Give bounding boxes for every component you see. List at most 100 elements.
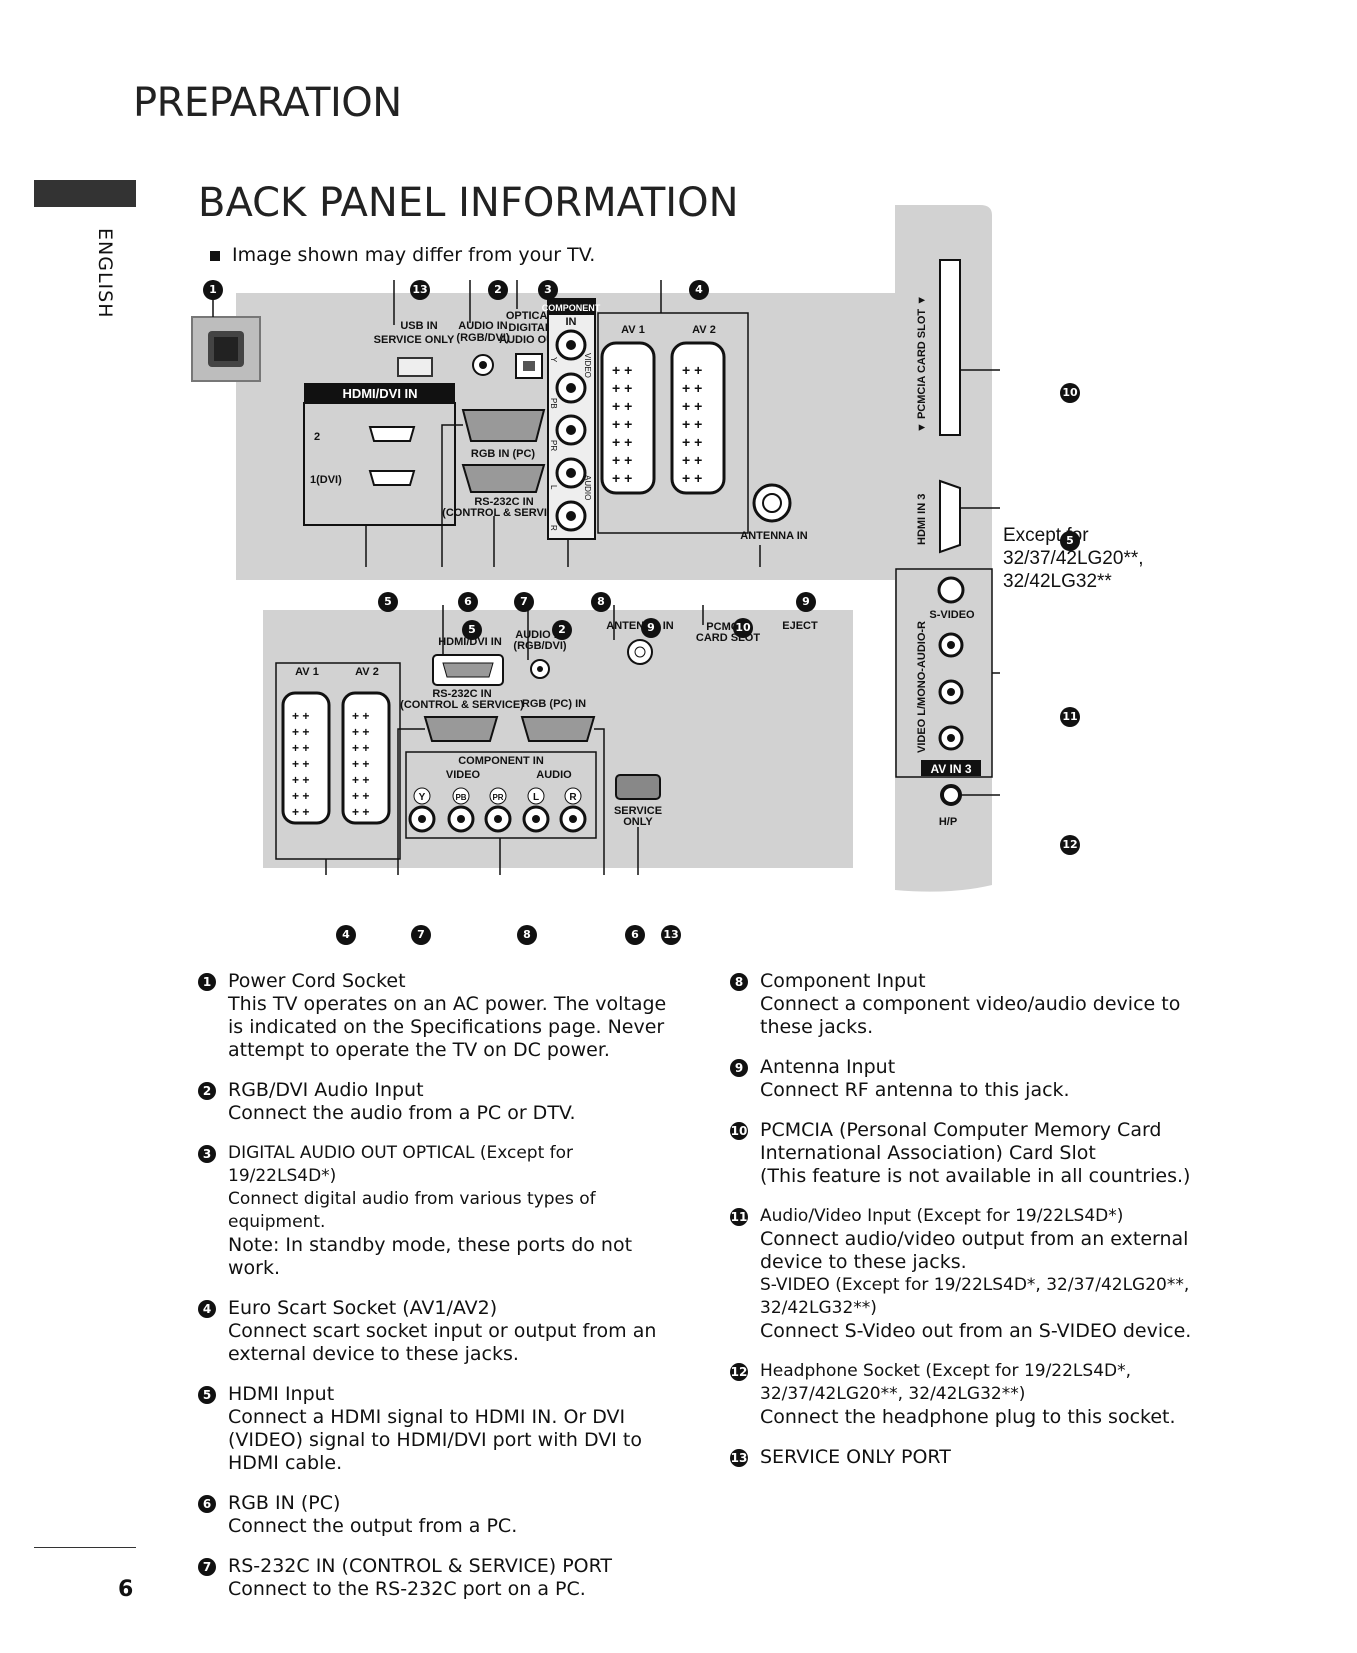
pcmcia-slot — [939, 259, 961, 436]
rs232-port-bottom — [423, 716, 499, 742]
desc-head-4: Euro Scart Socket (AV1/AV2) — [228, 1297, 498, 1319]
desc-num-7: 7 — [198, 1558, 216, 1576]
component-l-label-bottom: L — [533, 792, 539, 803]
hdmi-dvi-in-label-bottom: HDMI/DVI IN — [438, 636, 502, 648]
svg-text:+ +: + + — [682, 362, 702, 378]
rs232-sub-label-bottom: (CONTROL & SERVICE) — [400, 699, 524, 711]
desc-head-11: Audio/Video Input (Except for 19/22LS4D*… — [760, 1206, 1124, 1226]
hdmi-in-3-port — [939, 479, 961, 554]
card-slot-label-bottom: CARD SLOT — [696, 632, 760, 644]
desc-num-9: 9 — [730, 1059, 748, 1077]
hdmi-dvi-in-label: HDMI/DVI IN — [342, 386, 417, 401]
side-panel: ▼ PCMCIA CARD SLOT ▼ HDMI IN 3 S-VIDEO V… — [895, 205, 1144, 892]
antenna-jack-bottom — [627, 639, 653, 665]
desc-body-3a: Connect digital audio from various types… — [228, 1189, 596, 1232]
desc-num-5: 5 — [198, 1386, 216, 1404]
desc-num-1: 1 — [198, 973, 216, 991]
usb-label: USB IN — [400, 320, 437, 332]
note-text: Image shown may differ from your TV. — [232, 244, 596, 266]
component-label-top: COMPONENT — [542, 303, 601, 313]
desc-head-2: RGB/DVI Audio Input — [228, 1079, 424, 1101]
back-panel-diagram: USB IN SERVICE ONLY HDMI/DVI IN 2 1(DVI)… — [191, 205, 1144, 892]
av1-label-top: AV 1 — [621, 324, 645, 336]
component-pb-label-top: PB — [549, 398, 558, 409]
desc-num-3: 3 — [198, 1145, 216, 1163]
descriptions-right: 8 Component Input Connect a component vi… — [730, 970, 1210, 1486]
component-video-label-bottom: VIDEO — [446, 769, 481, 781]
desc-body-11a: Connect audio/video output from an exter… — [760, 1228, 1189, 1273]
antenna-label-top: ANTENNA IN — [740, 530, 807, 542]
svg-text:+ +: + + — [682, 434, 702, 450]
rgb-pc-in-port-bottom — [520, 716, 596, 742]
optical-label: OPTICAL — [506, 310, 555, 322]
desc-head-13: SERVICE ONLY PORT — [760, 1446, 951, 1468]
svg-text:+ +: + + — [352, 709, 369, 723]
image-note: Image shown may differ from your TV. — [210, 244, 595, 266]
svg-text:+ +: + + — [682, 452, 702, 468]
svg-text:+ +: + + — [352, 757, 369, 771]
except-label: Except for — [1003, 525, 1089, 546]
desc-num-8: 8 — [730, 973, 748, 991]
rgb-in-label: RGB IN (PC) — [471, 448, 536, 460]
svg-text:+ +: + + — [352, 789, 369, 803]
s-video-jack — [937, 576, 965, 604]
desc-item-10: 10 PCMCIA (Personal Computer Memory Card… — [730, 1119, 1210, 1188]
desc-num-2: 2 — [198, 1082, 216, 1100]
usb-service-only-label: SERVICE ONLY — [374, 334, 455, 346]
svg-text:+ +: + + — [612, 398, 632, 414]
svg-text:+ +: + + — [682, 416, 702, 432]
component-audio-label-bottom: AUDIO — [536, 769, 572, 781]
descriptions-left: 1 Power Cord Socket This TV operates on … — [198, 970, 668, 1618]
desc-body-7: Connect to the RS-232C port on a PC. — [228, 1578, 586, 1600]
rs232-label-top: RS-232C IN — [474, 496, 533, 508]
hdmi-1-label: 1(DVI) — [310, 474, 342, 486]
scart-av1-bottom — [281, 691, 331, 825]
desc-item-12: 12 Headphone Socket (Except for 19/22LS4… — [730, 1360, 1210, 1429]
side-tab-bar — [34, 180, 136, 207]
svg-text:+ +: + + — [612, 434, 632, 450]
desc-body-2: Connect the audio from a PC or DTV. — [228, 1102, 576, 1124]
desc-body-12: Connect the headphone plug to this socke… — [760, 1406, 1176, 1428]
desc-head-10: PCMCIA (Personal Computer Memory Card In… — [760, 1119, 1162, 1164]
desc-item-4: 4 Euro Scart Socket (AV1/AV2) Connect sc… — [198, 1297, 668, 1366]
svg-text:+ +: + + — [292, 773, 309, 787]
bottom-panel: HDMI/DVI IN AUDIO IN (RGB/DVI) ANTENNA I… — [263, 610, 853, 868]
desc-head-6: RGB IN (PC) — [228, 1492, 341, 1514]
antenna-label-bottom: ANTENNA IN — [606, 620, 673, 632]
svg-text:+ +: + + — [352, 725, 369, 739]
except-models-1: 32/37/42LG20**, — [1003, 548, 1144, 569]
component-pr-label-top: PR — [549, 440, 558, 451]
svg-text:+ +: + + — [292, 741, 309, 755]
component-y-label-bottom: Y — [419, 792, 426, 803]
service-port-bottom — [615, 774, 661, 800]
desc-num-12: 12 — [730, 1363, 748, 1381]
component-l-label-top: L — [549, 485, 558, 490]
component-y-label-top: Y — [549, 357, 558, 363]
svg-text:+ +: + + — [682, 380, 702, 396]
svg-text:+ +: + + — [292, 709, 309, 723]
desc-body-1: This TV operates on an AC power. The vol… — [228, 993, 667, 1061]
svg-text:+ +: + + — [682, 470, 702, 486]
scart-av2-bottom — [341, 691, 391, 825]
rgb-in-port — [461, 409, 546, 442]
desc-item-2: 2 RGB/DVI Audio Input Connect the audio … — [198, 1079, 668, 1125]
desc-item-8: 8 Component Input Connect a component vi… — [730, 970, 1210, 1039]
av1-label-bottom: AV 1 — [295, 666, 319, 678]
top-panel: USB IN SERVICE ONLY HDMI/DVI IN 2 1(DVI)… — [191, 293, 900, 580]
component-in-label-top: IN — [566, 316, 577, 328]
desc-item-1: 1 Power Cord Socket This TV operates on … — [198, 970, 668, 1062]
desc-item-5: 5 HDMI Input Connect a HDMI signal to HD… — [198, 1383, 668, 1475]
desc-body-10: (This feature is not available in all co… — [760, 1165, 1191, 1187]
hdmi-2-label: 2 — [314, 431, 320, 443]
desc-head-3: DIGITAL AUDIO OUT OPTICAL (Except for 19… — [228, 1143, 574, 1186]
svg-text:+ +: + + — [612, 416, 632, 432]
hdmi-port-1 — [368, 470, 416, 486]
svg-text:+ +: + + — [292, 789, 309, 803]
svg-text:+ +: + + — [352, 805, 369, 819]
desc-body-11b: S-VIDEO (Except for 19/22LS4D*, 32/37/42… — [760, 1275, 1190, 1318]
svg-text:+ +: + + — [352, 741, 369, 755]
bottom-rule — [34, 1547, 136, 1548]
desc-num-10: 10 — [730, 1122, 748, 1140]
desc-body-5: Connect a HDMI signal to HDMI IN. Or DVI… — [228, 1406, 643, 1474]
desc-body-4: Connect scart socket input or output fro… — [228, 1320, 657, 1365]
